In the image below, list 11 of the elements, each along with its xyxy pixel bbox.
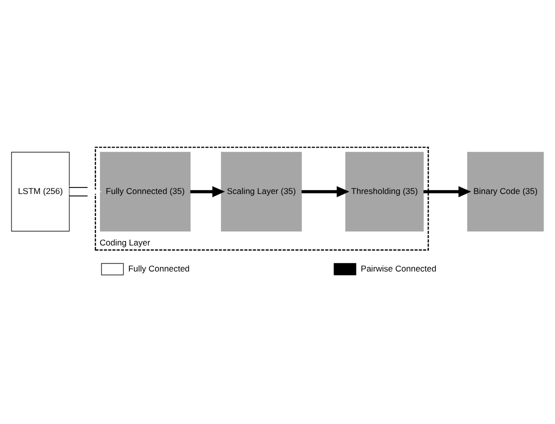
node-box: Fully Connected (35)	[100, 151, 191, 231]
arrow	[68, 185, 102, 198]
node-box: Binary Code (35)	[467, 151, 544, 231]
node-box: Scaling Layer (35)	[220, 151, 302, 231]
node-box: LSTM (256)	[11, 151, 70, 231]
node-box: Thresholding (35)	[345, 151, 424, 231]
arrow	[302, 186, 350, 197]
legend-label: Fully Connected	[128, 262, 190, 273]
legend-label: Pairwise Connected	[360, 262, 436, 273]
arrow	[424, 186, 472, 197]
arrow	[190, 186, 225, 197]
